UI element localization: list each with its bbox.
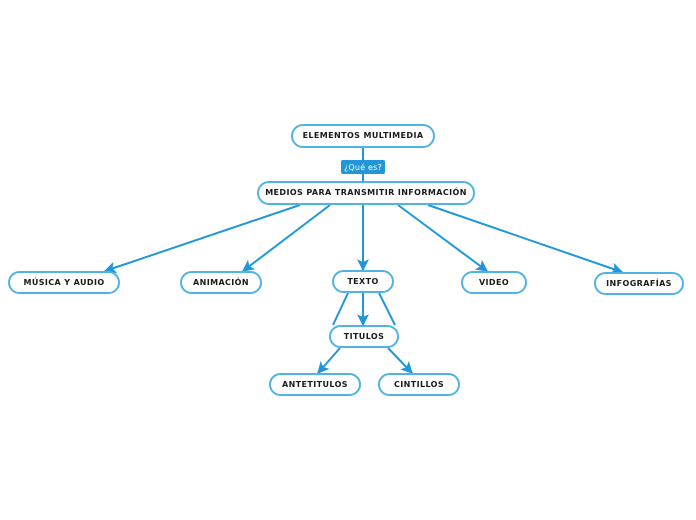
edge-titulos-to-cintillos: [387, 347, 413, 374]
node-label-titulos: TITULOS: [343, 331, 385, 341]
node-label-antetitulos: ANTETITULOS: [282, 379, 348, 389]
node-texto[interactable]: TEXTO: [332, 270, 394, 293]
node-label-texto: TEXTO: [347, 276, 379, 286]
badge-label-que-es: ¿Qué es?: [343, 162, 382, 172]
node-antetitulos[interactable]: ANTETITULOS: [269, 373, 361, 396]
node-video[interactable]: VIDEO: [461, 271, 527, 294]
edge-texto-to-titulos-r: [378, 292, 396, 326]
node-titulos[interactable]: TITULOS: [329, 325, 399, 348]
node-infografias[interactable]: INFOGRAFÍAS: [594, 272, 684, 295]
node-label-root: ELEMENTOS MULTIMEDIA: [302, 131, 424, 140]
node-animacion[interactable]: ANIMACIÓN: [180, 271, 262, 294]
edge-medios-to-video: [397, 204, 488, 272]
node-root[interactable]: ELEMENTOS MULTIMEDIA: [291, 124, 435, 148]
edge-medios-to-musica: [103, 204, 301, 274]
edge-medios-to-animacion: [242, 204, 331, 272]
node-label-video: VIDEO: [478, 277, 510, 287]
edge-texto-to-titulos-l: [332, 292, 349, 326]
node-label-cintillos: CINTILLOS: [393, 379, 445, 389]
node-label-infografias: INFOGRAFÍAS: [606, 278, 672, 288]
node-cintillos[interactable]: CINTILLOS: [378, 373, 460, 396]
node-musica[interactable]: MÚSICA Y AUDIO: [8, 271, 120, 294]
edge-titulos-to-antetitulos: [317, 347, 341, 374]
badge-que-es[interactable]: ¿Qué es?: [341, 160, 385, 174]
node-label-musica: MÚSICA Y AUDIO: [23, 277, 105, 287]
node-label-medios: MEDIOS PARA TRANSMITIR INFORMACIÓN: [265, 188, 467, 197]
node-medios[interactable]: MEDIOS PARA TRANSMITIR INFORMACIÓN: [257, 181, 475, 205]
edge-medios-to-infografias: [427, 204, 624, 275]
node-label-animacion: ANIMACIÓN: [193, 277, 249, 287]
